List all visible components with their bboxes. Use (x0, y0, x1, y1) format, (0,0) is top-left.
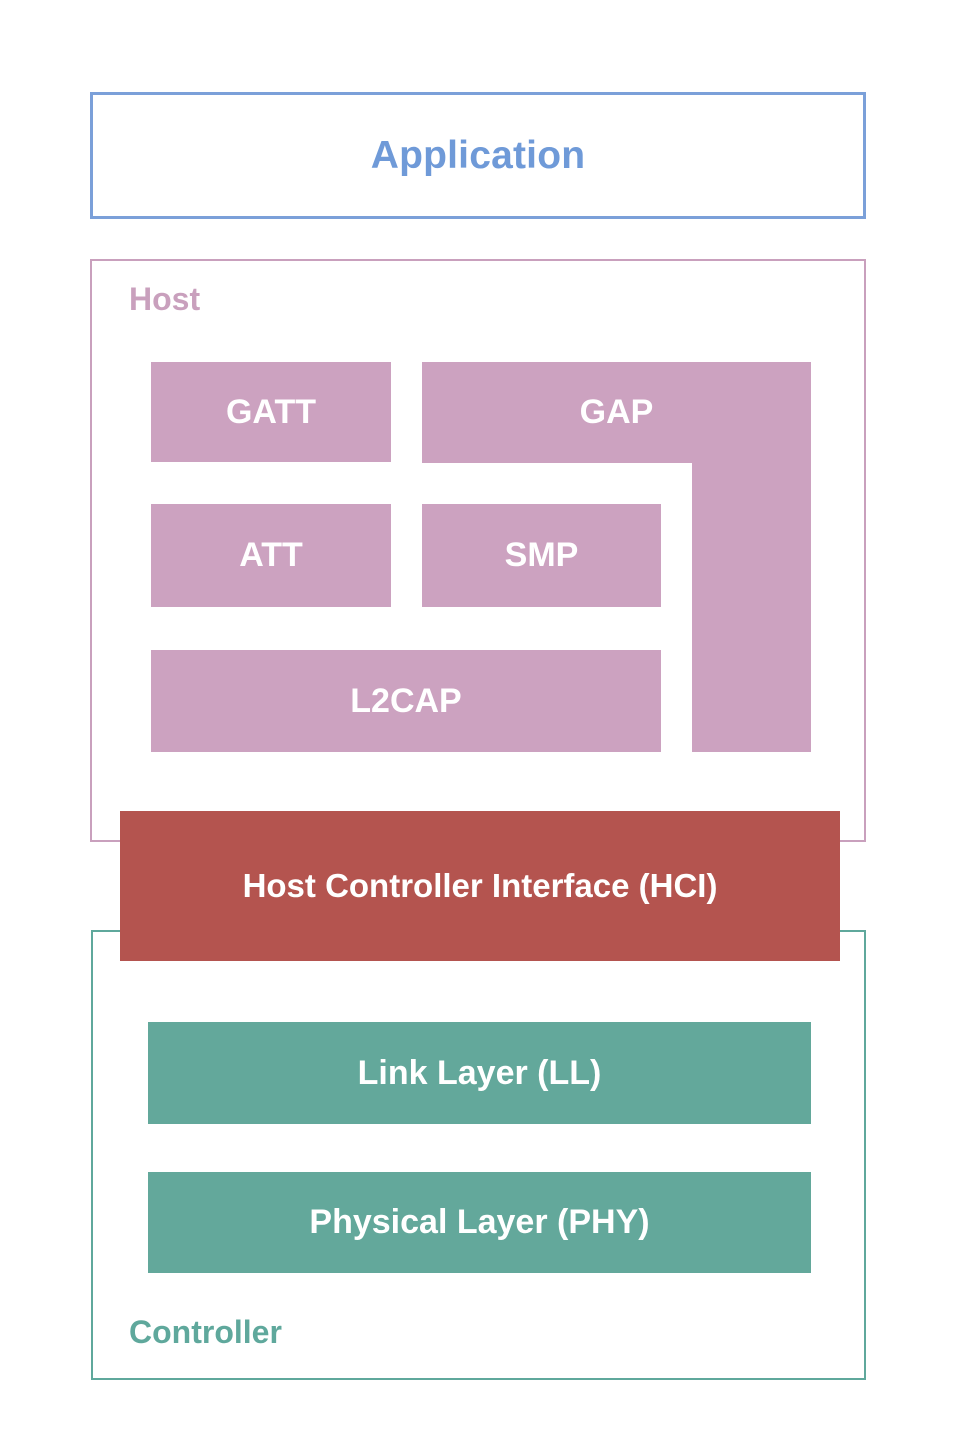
host-controller-interface-bar: Host Controller Interface (HCI) (120, 811, 840, 961)
controller-block-physical-layer: Physical Layer (PHY) (148, 1172, 811, 1273)
host-layer-label: Host (129, 281, 201, 317)
application-layer-label: Application (370, 133, 586, 177)
host-block-att: ATT (151, 504, 391, 607)
controller-layer-box (91, 930, 866, 1380)
host-block-gatt: GATT (151, 362, 391, 462)
application-layer-box: Application (90, 92, 866, 219)
host-block-gap: GAP (422, 362, 811, 463)
host-controller-interface-label: Host Controller Interface (HCI) (242, 867, 718, 904)
host-block-smp: SMP (422, 504, 661, 607)
controller-layer-label: Controller (129, 1314, 282, 1350)
host-block-gap-column (692, 462, 811, 752)
controller-block-link-layer: Link Layer (LL) (148, 1022, 811, 1124)
host-block-l2cap: L2CAP (151, 650, 661, 752)
host-block-gap-label: GAP (579, 393, 654, 431)
